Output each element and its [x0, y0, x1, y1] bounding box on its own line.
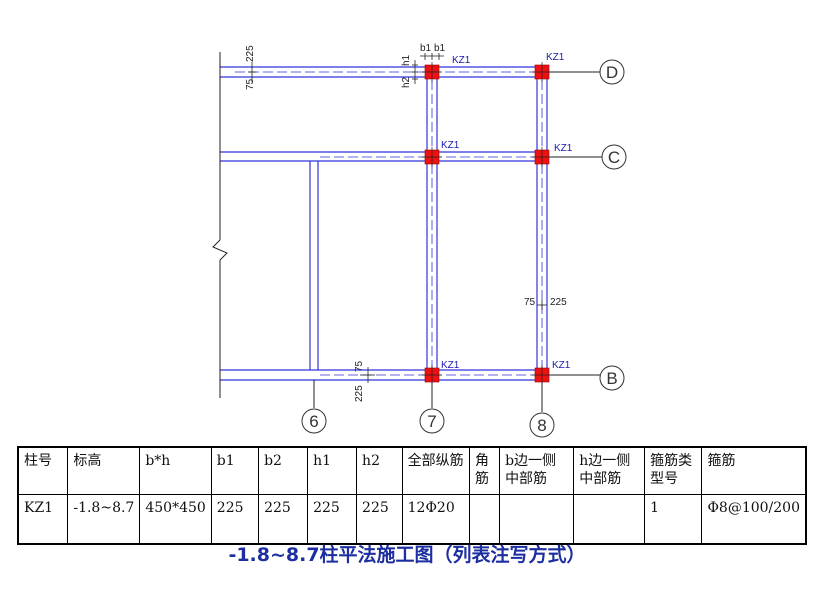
axis-label-8: 8: [537, 416, 546, 435]
dim-75-mid: 75: [524, 297, 536, 308]
header-cell: 柱号: [17, 446, 69, 495]
header-cell: 角筋: [468, 446, 501, 495]
column-tag: KZ1: [441, 360, 460, 371]
dim-h1: h1: [401, 54, 412, 66]
table-cell: 225: [356, 494, 403, 545]
header-cell: b1: [210, 446, 260, 495]
axis-label-7: 7: [427, 412, 436, 431]
header-cell: 箍筋类型号: [644, 446, 703, 495]
column-tag: KZ1: [441, 140, 460, 151]
column-crosshairs: [422, 62, 552, 385]
table-cell: 450*450: [139, 494, 212, 545]
axis-label-d: D: [606, 63, 618, 82]
column-schedule-table: 柱号 标高 b*h b1 b2 h1 h2 全部纵筋 角筋 b边一侧中部筋 h边…: [17, 446, 807, 545]
column-plan-drawing: D C B 6 7 8 KZ1 KZ1 KZ1 KZ1 KZ1 KZ1: [212, 43, 627, 438]
beam-lines: [220, 66, 548, 381]
header-cell: 箍筋: [701, 446, 807, 495]
table-cell: [468, 494, 501, 545]
table-cell: [499, 494, 575, 545]
axis-lines: [313, 71, 602, 412]
dim-75-bot: 75: [354, 360, 365, 372]
dim-b1: b1: [434, 43, 446, 54]
dimension-ticks: [248, 53, 547, 383]
dim-225-bot: 225: [354, 385, 365, 402]
header-cell: h2: [356, 446, 403, 495]
table-cell: -1.8~8.7: [67, 494, 141, 545]
header-cell: h1: [307, 446, 358, 495]
axis-bubble-b: [599, 365, 625, 391]
header-cell: b2: [258, 446, 309, 495]
header-cell: h边一侧中部筋: [573, 446, 646, 495]
axis-bubble-7: [419, 408, 445, 434]
axis-label-c: C: [608, 148, 620, 167]
break-line: [212, 52, 228, 398]
header-cell: 标高: [67, 446, 141, 495]
column-tag: KZ1: [452, 55, 471, 66]
axis-bubble-6: [301, 408, 327, 434]
table-cell: Φ8@100/200: [701, 494, 807, 545]
dim-225-mid: 225: [550, 297, 567, 308]
dim-225-top: 225: [245, 45, 256, 62]
table-header-row: 柱号 标高 b*h b1 b2 h1 h2 全部纵筋 角筋 b边一侧中部筋 h边…: [17, 446, 807, 495]
column-tag: KZ1: [552, 360, 571, 371]
header-cell: b*h: [139, 446, 212, 495]
header-cell: 全部纵筋: [401, 446, 470, 495]
column-tag: KZ1: [546, 52, 565, 63]
table-cell: 225: [307, 494, 358, 545]
table-cell: 225: [210, 494, 260, 545]
table-cell: 225: [258, 494, 309, 545]
axis-bubble-c: [601, 144, 627, 170]
table-cell: [573, 494, 646, 545]
axis-bubble-d: [599, 59, 625, 85]
dim-b1: b1: [420, 43, 432, 54]
axis-label-6: 6: [309, 412, 318, 431]
axis-bubble-8: [529, 412, 555, 438]
table-row: KZ1 -1.8~8.7 450*450 225 225 225 225 12Φ…: [17, 494, 807, 545]
dim-h2: h2: [401, 76, 412, 88]
table-cell: KZ1: [17, 494, 69, 545]
axis-label-b: B: [606, 369, 617, 388]
table-cell: 12Φ20: [401, 494, 470, 545]
drawing-caption: -1.8~8.7柱平法施工图（列表注写方式）: [228, 544, 586, 566]
columns: [424, 64, 550, 383]
dim-75-top: 75: [245, 78, 256, 90]
header-cell: b边一侧中部筋: [499, 446, 575, 495]
axis-bubbles: [301, 59, 627, 438]
table-cell: 1: [644, 494, 703, 545]
column-tag: KZ1: [554, 143, 573, 154]
